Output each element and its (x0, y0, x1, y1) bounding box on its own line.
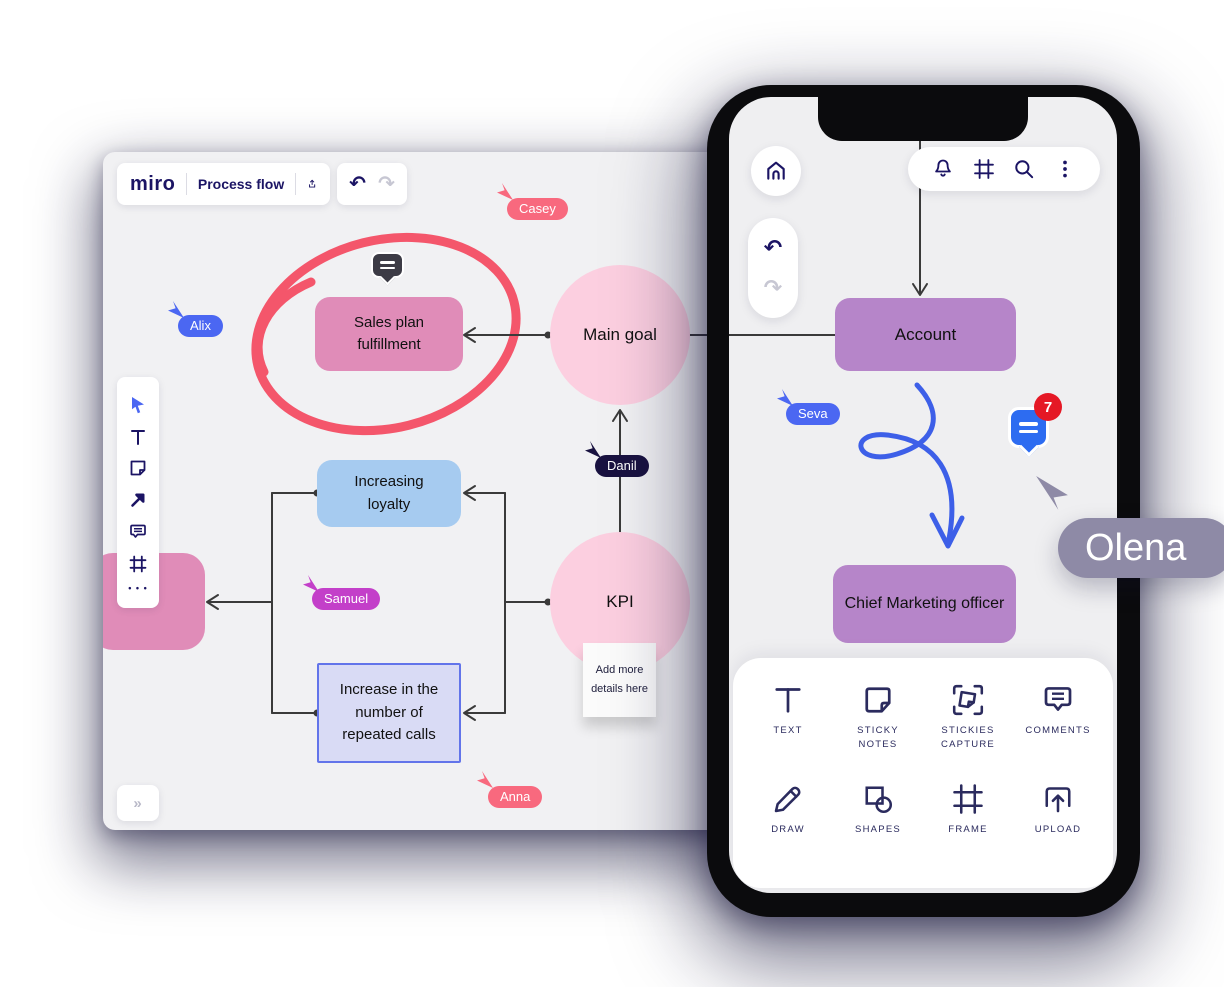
tool-frame[interactable]: FRAME (923, 781, 1013, 874)
shape-label: Sales plan fulfillment (353, 313, 425, 354)
sticky-note-icon (865, 687, 891, 713)
blue-scribble-arrow (858, 382, 965, 549)
board-title[interactable]: Process flow (197, 176, 285, 192)
board-connectors (206, 232, 740, 721)
tool-shapes[interactable]: SHAPES (833, 781, 923, 874)
sticky-note[interactable]: Add more details here (583, 643, 656, 717)
shape-label: Main goal (583, 325, 657, 344)
cursor-label-casey: Casey (507, 198, 568, 220)
tool-label: STICKIES CAPTURE (940, 725, 996, 751)
cursor-seva (775, 388, 795, 408)
home-button[interactable] (751, 146, 801, 196)
tool-comments[interactable]: COMMENTS (1013, 682, 1103, 775)
tool-label: COMMENTS (1025, 725, 1091, 736)
shape-increasing-loyalty[interactable]: Increasing loyalty (317, 460, 461, 527)
cursor-casey (495, 182, 515, 202)
cursor-label-seva: Seva (786, 403, 840, 425)
comment-bubble[interactable]: 7 (1008, 393, 1062, 448)
shape-label: Increasing loyalty (354, 473, 424, 513)
sticky-note-text: Add more details here (591, 664, 648, 695)
search-icon[interactable] (1012, 157, 1036, 181)
miro-logo[interactable]: miro (130, 172, 176, 195)
tool-label: SHAPES (855, 824, 901, 835)
phone-screen: ↶ ↷ Account Chief Marketing officer Seva… (729, 97, 1117, 893)
miro-board-window: miro Process flow ↶ ↷ Sales plan fulfill… (103, 152, 740, 830)
tool-stickies-capture[interactable]: STICKIES CAPTURE (923, 682, 1013, 775)
tool-label: DRAW (771, 824, 805, 835)
shape-chief-marketing-officer[interactable]: Chief Marketing officer (833, 565, 1016, 643)
select-cursor-icon[interactable] (128, 395, 148, 415)
collapse-panel-button[interactable]: » (117, 785, 159, 821)
cursor-label-samuel: Samuel (312, 588, 381, 610)
tool-label: UPLOAD (1034, 824, 1082, 835)
cursor-label-danil: Danil (595, 455, 649, 477)
text-icon (775, 688, 801, 713)
divider (295, 173, 296, 195)
phone-top-toolbar (908, 147, 1100, 191)
divider (186, 173, 187, 195)
cursor-olena (1034, 475, 1070, 511)
shape-label: Increase in the number of repeated calls (339, 681, 439, 744)
text-tool-icon[interactable] (128, 427, 148, 447)
shape-label: KPI (606, 592, 634, 611)
shape-label: Chief Marketing officer (844, 595, 1005, 612)
cursor-anna (475, 770, 495, 790)
phone-tool-panel: TEXT STICKY NOTES (733, 658, 1113, 888)
more-tools-icon[interactable]: • • • (128, 582, 148, 593)
cursor-label-anna: Anna (488, 786, 543, 808)
shape-account[interactable]: Account (835, 298, 1016, 371)
upload-icon (1045, 787, 1071, 813)
comment-tool-icon[interactable] (128, 522, 148, 542)
shape-main-goal[interactable]: Main goal (550, 265, 690, 405)
comment-count-badge: 7 (1034, 393, 1062, 421)
redo-icon[interactable]: ↷ (378, 173, 395, 195)
collapse-glyph: » (133, 794, 143, 812)
cursor-samuel (301, 574, 321, 594)
tool-label: FRAME (948, 824, 988, 835)
cursor-label-olena: Olena (1058, 518, 1224, 578)
draw-pencil-icon (774, 786, 801, 813)
sticky-note-tool-icon[interactable] (128, 458, 148, 478)
frames-icon[interactable] (972, 157, 996, 181)
shape-label: Account (894, 324, 957, 344)
board-tool-palette: • • • (117, 377, 159, 608)
shape-sales-plan[interactable]: Sales plan fulfillment (315, 297, 463, 371)
tool-sticky-notes[interactable]: STICKY NOTES (833, 682, 923, 775)
comments-icon (1044, 687, 1072, 711)
cursor-label-alix: Alix (178, 315, 223, 337)
stickies-capture-icon (952, 684, 984, 716)
phone-connectors (729, 136, 965, 549)
shape-repeated-calls[interactable]: Increase in the number of repeated calls (317, 663, 461, 763)
undo-icon[interactable]: ↶ (349, 173, 366, 195)
redo-icon[interactable]: ↷ (763, 275, 783, 301)
tool-label: STICKY NOTES (857, 725, 899, 751)
kebab-menu-icon[interactable] (1053, 157, 1077, 181)
home-icon (767, 161, 785, 180)
tool-label: TEXT (773, 725, 803, 736)
notifications-bell-icon[interactable] (931, 157, 955, 181)
phone: ↶ ↷ Account Chief Marketing officer Seva… (707, 85, 1140, 917)
shapes-icon (865, 786, 893, 814)
frame-tool-icon[interactable] (128, 554, 148, 574)
cursor-label-olena-text: Olena (1085, 526, 1187, 569)
board-header: miro Process flow (117, 163, 330, 205)
phone-undo-redo: ↶ ↷ (748, 218, 798, 318)
share-export-icon[interactable] (307, 174, 317, 194)
frame-icon (953, 784, 983, 814)
cursor-danil (583, 440, 603, 460)
tool-text[interactable]: TEXT (743, 682, 833, 775)
cursor-alix (166, 300, 186, 320)
board-undo-redo: ↶ ↷ (337, 163, 407, 205)
phone-notch (818, 97, 1028, 141)
tool-upload[interactable]: UPLOAD (1013, 781, 1103, 874)
comment-marker-icon[interactable] (371, 252, 404, 278)
red-annotation-hook (253, 277, 316, 377)
arrow-tool-icon[interactable] (128, 490, 148, 510)
undo-icon[interactable]: ↶ (763, 234, 783, 260)
tool-draw[interactable]: DRAW (743, 781, 833, 874)
